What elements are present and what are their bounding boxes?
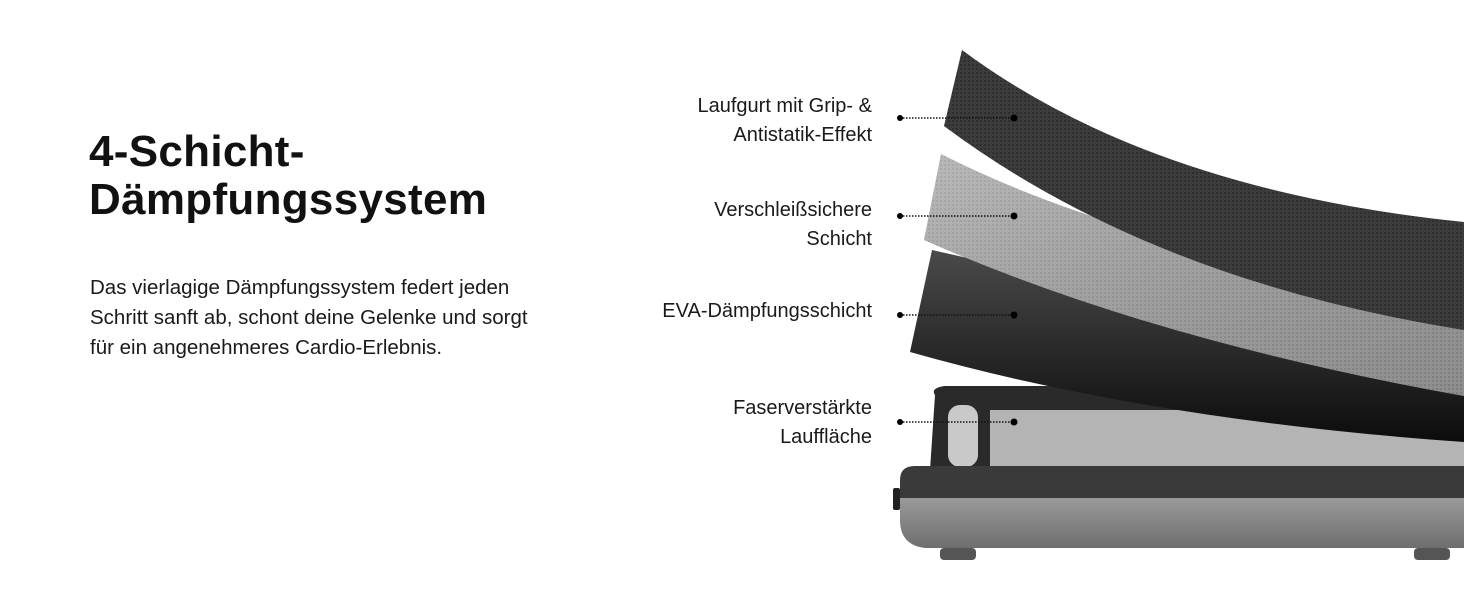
layer-label-belt: Laufgurt mit Grip- & Antistatik-Effekt	[697, 95, 872, 146]
eva-layer	[910, 250, 1464, 442]
layer-label-wear: Verschleißsichere Schicht	[714, 199, 872, 250]
heading-line-1: 4-Schicht-	[89, 127, 305, 176]
heading-line-2: Dämpfungssystem	[89, 175, 488, 224]
description: Das vierlagige Dämpfungssystem federt je…	[90, 276, 528, 359]
belt-layer	[944, 50, 1464, 330]
leader-lines	[897, 114, 1018, 426]
layer-label-deck: Faserverstärkte Lauffläche	[733, 397, 872, 448]
layer-label-eva: EVA-Dämpfungsschicht	[662, 300, 872, 322]
heading: 4-Schicht- Dämpfungssystem	[89, 128, 487, 224]
